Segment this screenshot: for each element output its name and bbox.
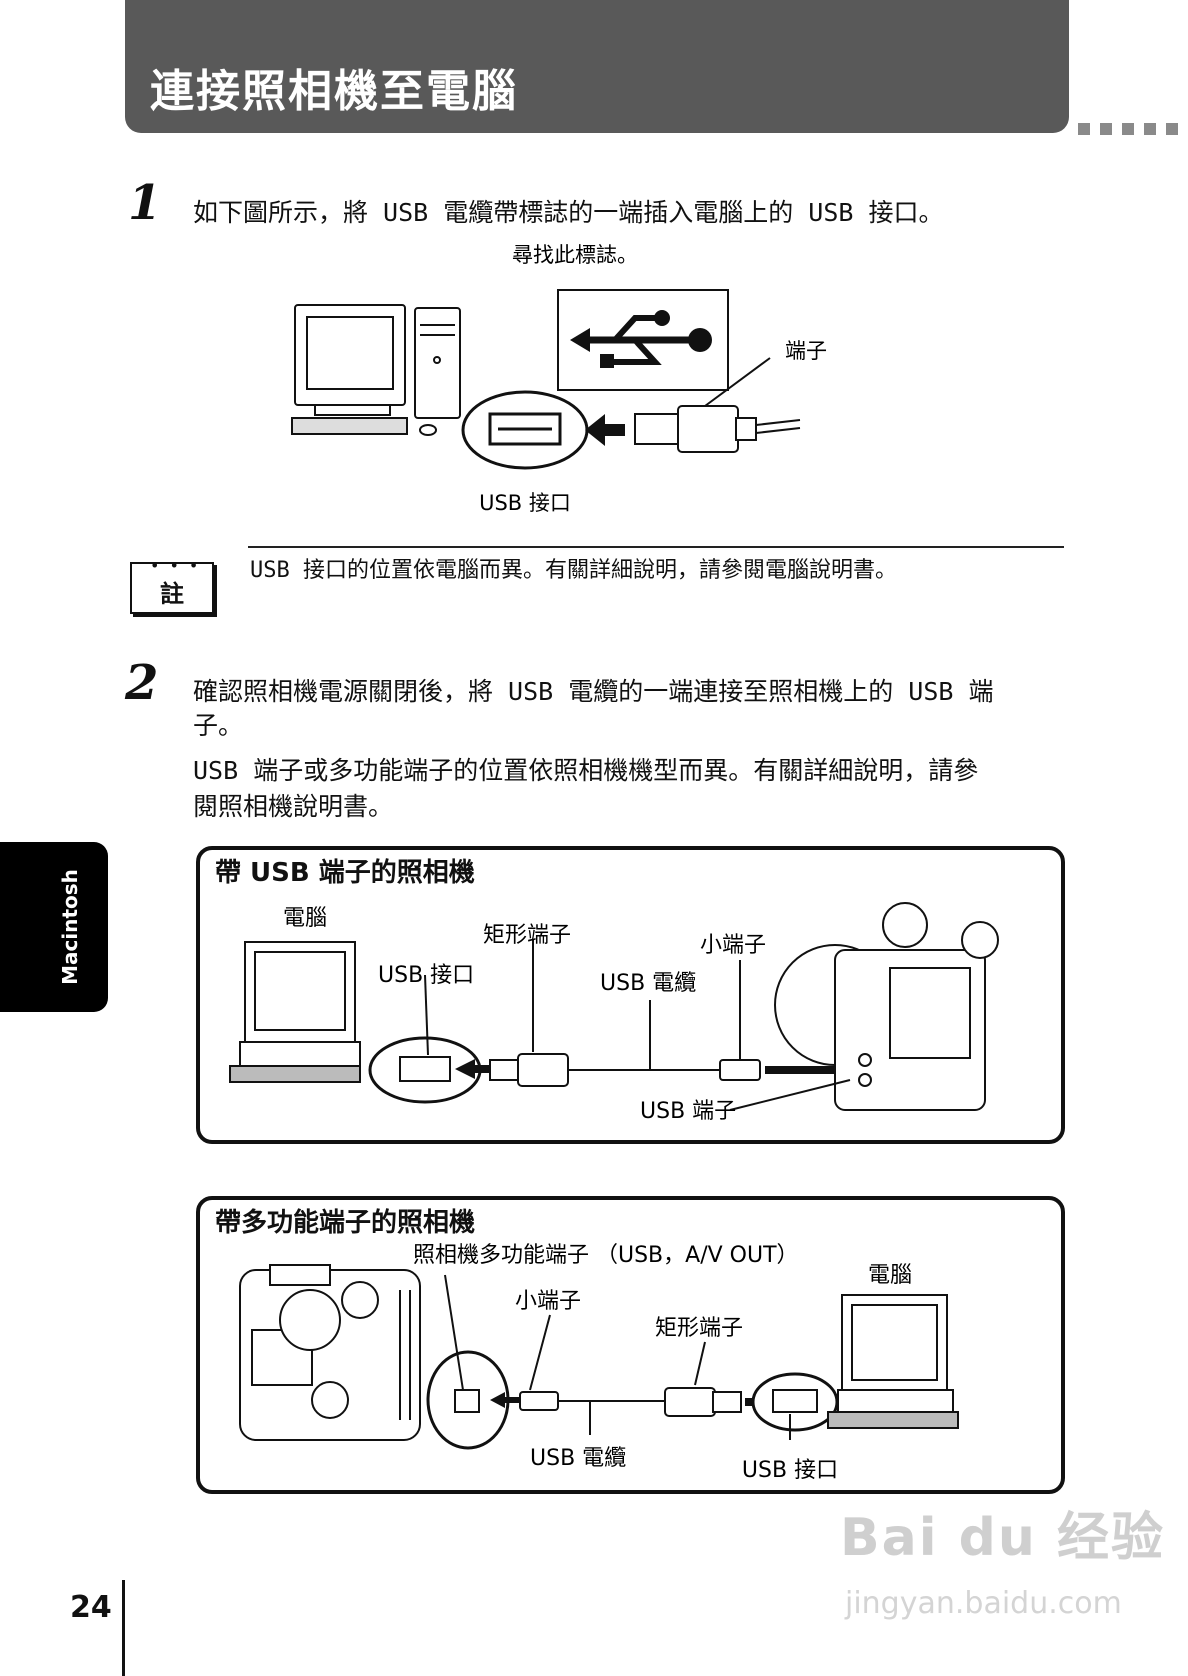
camera-icon [774, 902, 999, 1111]
computer-icon [827, 1294, 959, 1429]
step-2-body-line1: USB 端子或多功能端子的位置依照相機機型而異。有關詳細說明，請參 [193, 756, 979, 785]
box-2-multi-terminal-label: 照相機多功能端子 （USB，A/V OUT） [413, 1243, 799, 1268]
computer-icon [291, 304, 461, 436]
box-2-computer-label: 電腦 [868, 1263, 912, 1288]
step-2-text-line2: 子。 [193, 711, 244, 740]
rect-plug-icon [664, 1387, 716, 1417]
usb-port-icon [399, 1056, 451, 1082]
small-plug-icon [519, 1391, 559, 1411]
box-1-usb-terminal-label: USB 端子 [640, 1099, 736, 1124]
box-1-computer-label: 電腦 [283, 906, 327, 931]
multi-terminal-port-icon [454, 1389, 480, 1413]
box-2-usb-port-label: USB 接口 [742, 1458, 838, 1482]
box-1-small-connector-label: 小端子 [700, 933, 766, 958]
header-bar [125, 0, 1069, 133]
section-tab[interactable]: Macintosh [0, 842, 108, 1012]
usb-plug-icon [634, 405, 801, 453]
box-1-title: 帶 USB 端子的照相機 [215, 858, 475, 888]
box-1-usb-cable-label: USB 電纜 [600, 971, 696, 996]
usb-connection-figure: 尋找此標誌。 端子 USB 接口 [291, 243, 827, 515]
note-divider [248, 546, 1064, 548]
logo-caption: 尋找此標誌。 [512, 243, 638, 267]
port-label: USB 接口 [479, 491, 571, 515]
computer-icon [229, 941, 361, 1083]
footer-rule [122, 1580, 125, 1676]
watermark-url: jingyan.baidu.com [845, 1586, 1122, 1621]
step-number-2: 2 [125, 655, 159, 711]
header-decoration [1078, 120, 1188, 139]
box-2-title: 帶多功能端子的照相機 [215, 1208, 476, 1238]
step-2-text-line1: 確認照相機電源關閉後，將 USB 電纜的一端連接至照相機上的 USB 端 [193, 677, 994, 706]
watermark-logo: Bai du 经验 [840, 1508, 1165, 1568]
connector-label: 端子 [785, 339, 827, 363]
step-1-text: 如下圖所示，將 USB 電纜帶標誌的一端插入電腦上的 USB 接口。 [193, 198, 944, 227]
small-plug-icon [719, 1059, 761, 1081]
page-title: 連接照相機至電腦 [150, 66, 518, 117]
insert-arrow-icon [585, 414, 625, 446]
box-2-rect-connector-label: 矩形端子 [655, 1316, 743, 1341]
step-number-1: 1 [128, 175, 162, 231]
rect-plug-icon [489, 1059, 521, 1081]
page-number: 24 [70, 1590, 112, 1625]
box-2-usb-cable-label: USB 電纜 [530, 1446, 626, 1471]
note-icon: ••• 註 [130, 556, 214, 614]
box-1-usb-port-label: USB 接口 [378, 963, 474, 988]
section-tab-label: Macintosh [58, 869, 82, 985]
usb-logo-icon [557, 289, 729, 391]
box-2-small-connector-label: 小端子 [515, 1289, 581, 1314]
box-2-diagram: 照相機多功能端子 （USB，A/V OUT） 小端子 USB 電纜 矩形端子 U… [239, 1243, 959, 1482]
box-1-diagram: 電腦 USB 接口 矩形端子 USB 電纜 小端子 USB 端子 [229, 902, 999, 1124]
box-1-rect-connector-label: 矩形端子 [483, 923, 571, 948]
camera-icon [239, 1264, 421, 1441]
step-2-body-line2: 閱照相機說明書。 [193, 792, 394, 821]
usb-port-icon [772, 1389, 818, 1413]
note-text: USB 接口的位置依電腦而異。有關詳細說明，請參閱電腦說明書。 [250, 558, 897, 583]
